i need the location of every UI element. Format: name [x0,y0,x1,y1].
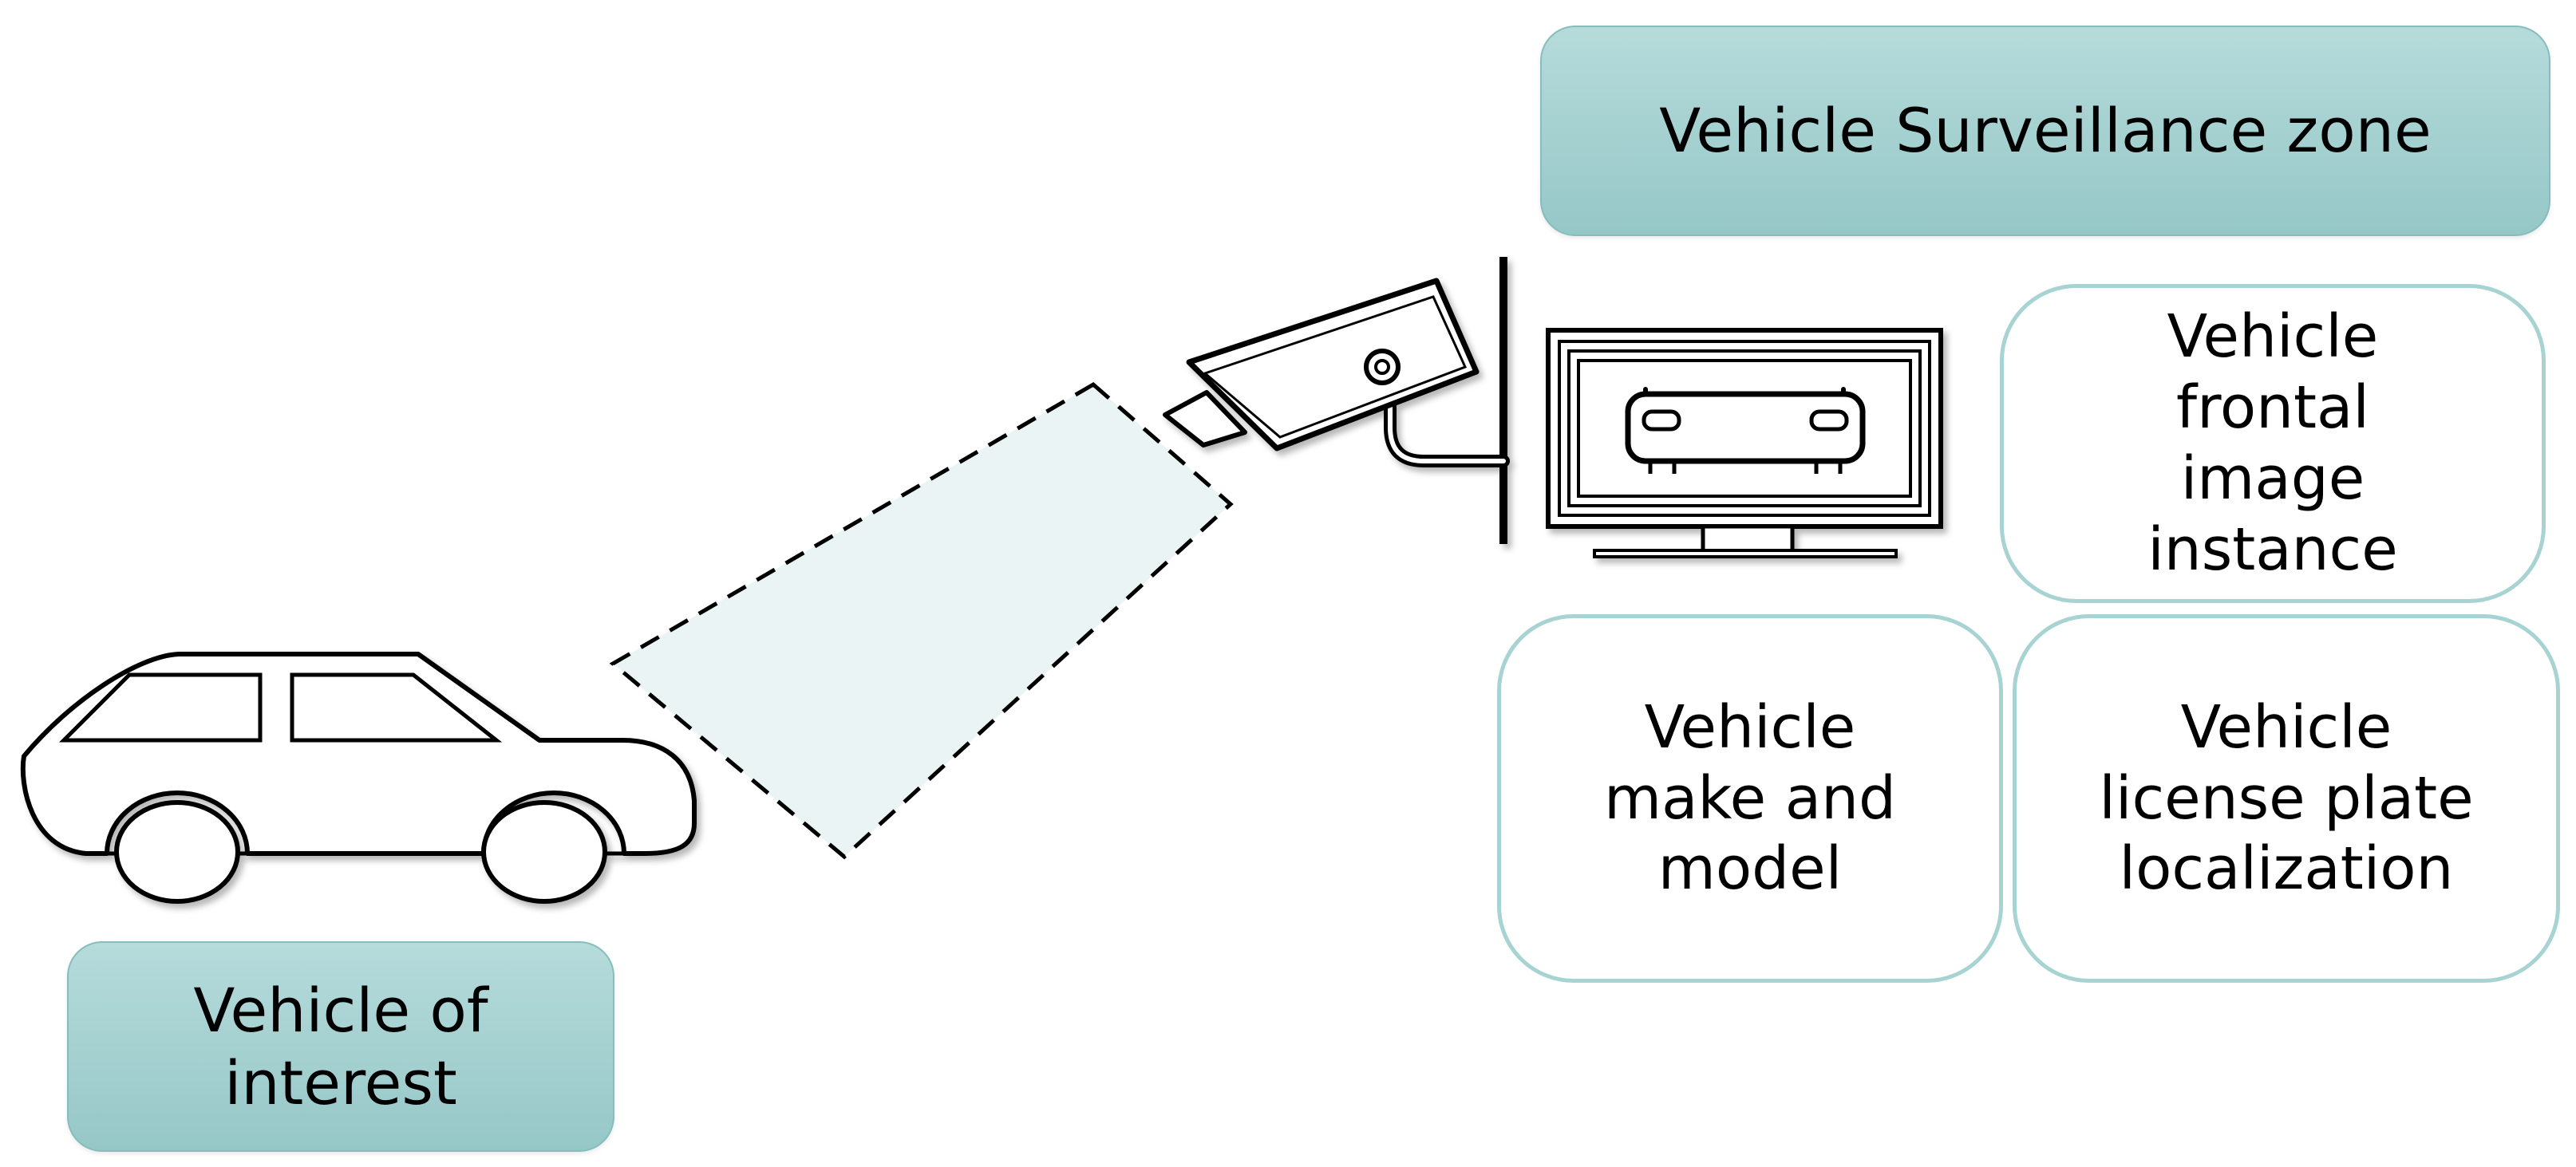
cctv-camera-icon [1163,257,1510,544]
make-and-model-box: Vehicle make and model [1497,614,2003,983]
vehicle-surveillance-zone-text: Vehicle Surveillance zone [1659,95,2432,167]
license-plate-localization-text: Vehicle license plate localization [2099,692,2474,904]
vehicle-of-interest-label: Vehicle of interest [67,941,614,1152]
make-and-model-text: Vehicle make and model [1604,692,1896,904]
vehicle-surveillance-zone-label: Vehicle Surveillance zone [1540,26,2550,236]
monitor-icon [1546,328,1943,558]
vehicle-of-interest-text: Vehicle of interest [193,974,488,1118]
frontal-image-instance-box: Vehicle frontal image instance [2000,284,2546,603]
vehicle-front-icon [1625,387,1866,474]
frontal-image-instance-text: Vehicle frontal image instance [2147,302,2398,584]
camera-field-of-view [609,381,1234,860]
car-icon [20,652,697,904]
license-plate-localization-box: Vehicle license plate localization [2013,614,2560,983]
